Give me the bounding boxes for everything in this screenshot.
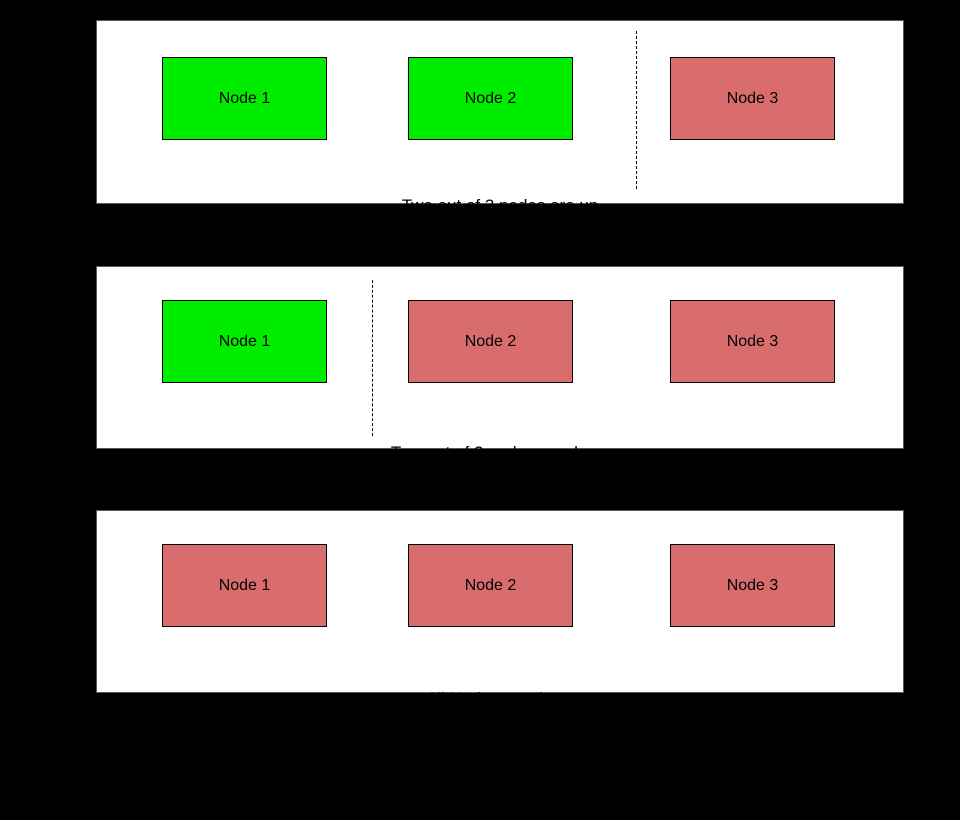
node-box: Node 2 xyxy=(408,57,573,140)
node-label: Node 2 xyxy=(464,576,517,594)
caption-line: All Nodes are down xyxy=(426,689,574,708)
caption-line: Majority Fails & Cluster Stops xyxy=(388,755,612,774)
node-box: Node 2 xyxy=(408,544,573,627)
node-box: Node 3 xyxy=(670,300,835,383)
partition-divider-line xyxy=(636,31,637,189)
node-box: Node 1 xyxy=(162,57,327,140)
node-box: Node 1 xyxy=(162,300,327,383)
slide-canvas: { "colors": { "background": "#000000", "… xyxy=(96,20,904,774)
node-box: Node 1 xyxy=(162,544,327,627)
node-box: Node 2 xyxy=(408,300,573,383)
panel-two-nodes-up: Node 1 Node 2 Node 3 Two out of 3 nodes … xyxy=(96,20,904,281)
node-label: Node 3 xyxy=(726,89,779,107)
node-label: Node 3 xyxy=(726,332,779,350)
caption-line: Two out of 3 nodes are down xyxy=(390,443,610,462)
node-label: Node 1 xyxy=(218,332,271,350)
panel-two-nodes-down: Node 1 Node 2 Node 3 Two out of 3 nodes … xyxy=(96,266,904,528)
node-label: Node 2 xyxy=(464,332,517,350)
panel-caption: All Nodes are down Majority Fails & Clus… xyxy=(97,644,903,820)
node-label: Node 3 xyxy=(726,576,779,594)
node-label: Node 1 xyxy=(218,576,271,594)
panel-all-nodes-down: Node 1 Node 2 Node 3 All Nodes are down … xyxy=(96,510,904,774)
node-box: Node 3 xyxy=(670,57,835,140)
node-label: Node 1 xyxy=(218,89,271,107)
node-label: Node 2 xyxy=(464,89,517,107)
caption-line: Two out of 3 nodes are up xyxy=(401,196,599,215)
partition-divider-line xyxy=(372,280,373,436)
node-box: Node 3 xyxy=(670,544,835,627)
